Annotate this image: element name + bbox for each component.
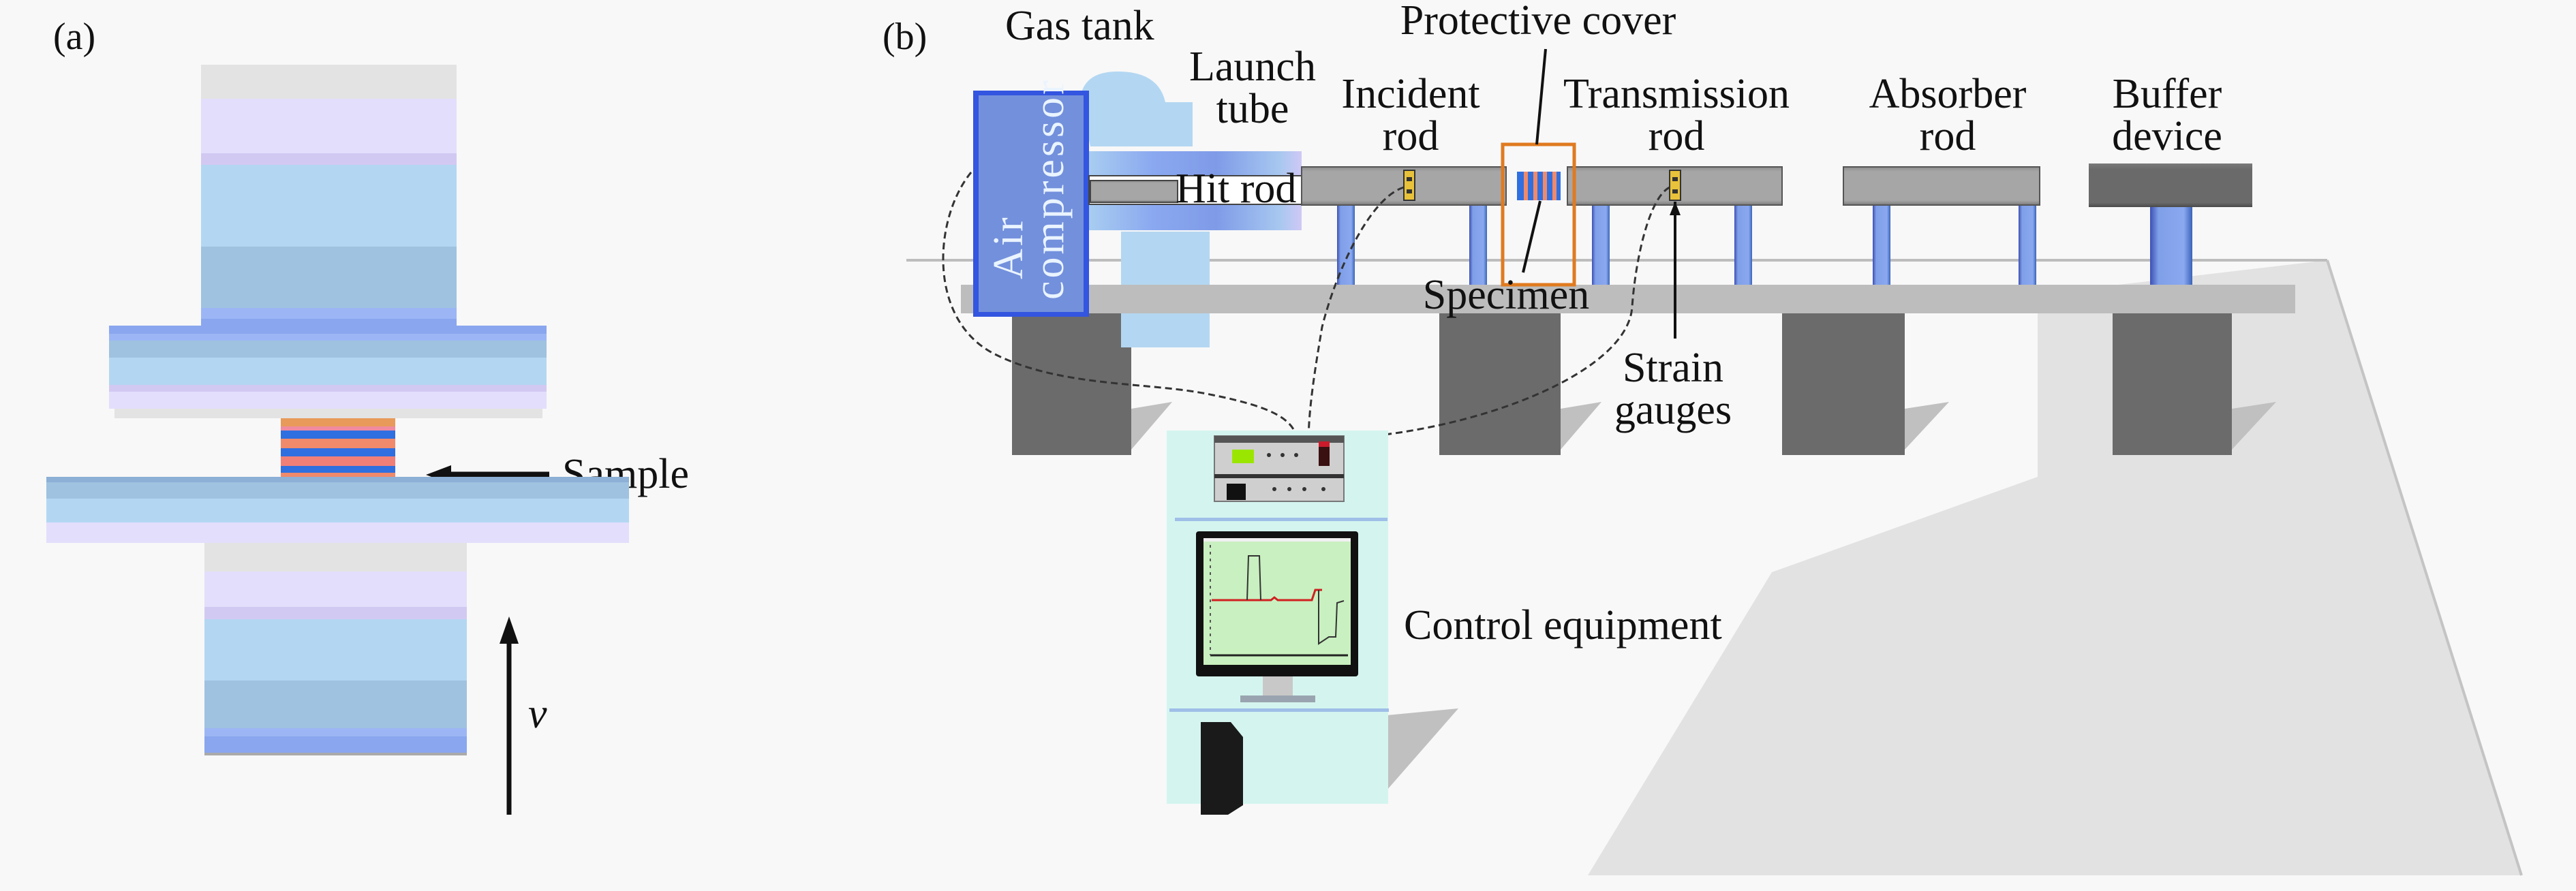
launch-tube-label-line2: tube [1216, 86, 1289, 132]
control-equipment [1167, 431, 1389, 815]
signal-trace-reflected [1318, 590, 1345, 645]
velocity-label: v [528, 691, 547, 737]
leader-lines [1522, 48, 1681, 339]
transmission-gauge-wire [1373, 186, 1670, 437]
platform-beam [961, 285, 2295, 313]
control-equipment-label: Control equipment [1404, 602, 1722, 648]
incident-rod-label-line1: Incident [1341, 71, 1479, 117]
buffer-device-label-line1: Buffer [2113, 71, 2222, 117]
panel-b-label: (b) [883, 16, 927, 58]
incident-rod-label-line2: rod [1383, 113, 1439, 159]
absorber-rod-label-line1: Absorber [1869, 71, 2027, 117]
upper-bar [201, 65, 457, 334]
velocity-arrow [500, 616, 519, 815]
strain-gauge-incident [1403, 170, 1415, 201]
table-leg [1012, 313, 1131, 455]
launch-tube-label-line1: Launch [1189, 44, 1316, 90]
absorber-rod [1843, 166, 2040, 206]
monitor [1196, 531, 1358, 702]
lower-plate [46, 477, 629, 543]
leg-shadows [1131, 402, 2276, 790]
panel-a-label: (a) [53, 16, 95, 58]
table-leg [1439, 313, 1561, 455]
panel-a: (a) [46, 16, 689, 815]
table-legs [1012, 313, 2232, 455]
hit-rod [1090, 180, 1178, 203]
buffer-device-label-line2: device [2112, 113, 2222, 159]
signal-wires [942, 172, 1670, 443]
signal-trace-red [1212, 589, 1322, 601]
transmission-rod-label-line1: Transmission [1563, 71, 1790, 117]
transmission-rod-label-line2: rod [1649, 113, 1705, 159]
pc-tower [1201, 722, 1243, 815]
rod-supports [1337, 204, 2192, 285]
lower-bar [204, 543, 467, 755]
table-leg [2113, 313, 2232, 455]
buffer-device [2089, 163, 2252, 207]
compressor-wire [942, 172, 1300, 443]
protective-cover [1501, 142, 1576, 287]
gas-tank-base [1121, 313, 1210, 347]
specimen [1517, 172, 1561, 200]
strain-gauge-transmission [1669, 170, 1681, 201]
air-compressor: Air compressor [973, 78, 1089, 317]
air-compressor-label-line2: compressor [1026, 78, 1073, 300]
specimen-label: Specimen [1423, 272, 1590, 318]
panel-b: (b) [883, 0, 2523, 876]
protective-cover-label: Protective cover [1400, 0, 1676, 44]
hit-rod-label: Hit rod [1176, 166, 1296, 212]
launch-tube [1088, 151, 1302, 230]
upper-plate [109, 326, 547, 418]
incident-gauge-wire [1307, 186, 1405, 443]
specimen-leader [1522, 200, 1542, 273]
signal-amplifier [1214, 435, 1345, 502]
strain-gauges-label-line2: gauges [1614, 387, 1732, 433]
air-compressor-label-line1: Air [985, 215, 1032, 279]
signal-trace-incident [1246, 555, 1261, 601]
strain-gauges-label-line1: Strain [1623, 345, 1723, 391]
table-leg [1782, 313, 1905, 455]
gas-tank-label: Gas tank [1005, 3, 1154, 49]
sample [281, 418, 395, 481]
protective-cover-leader [1535, 48, 1547, 145]
absorber-rod-label-line2: rod [1920, 113, 1976, 159]
